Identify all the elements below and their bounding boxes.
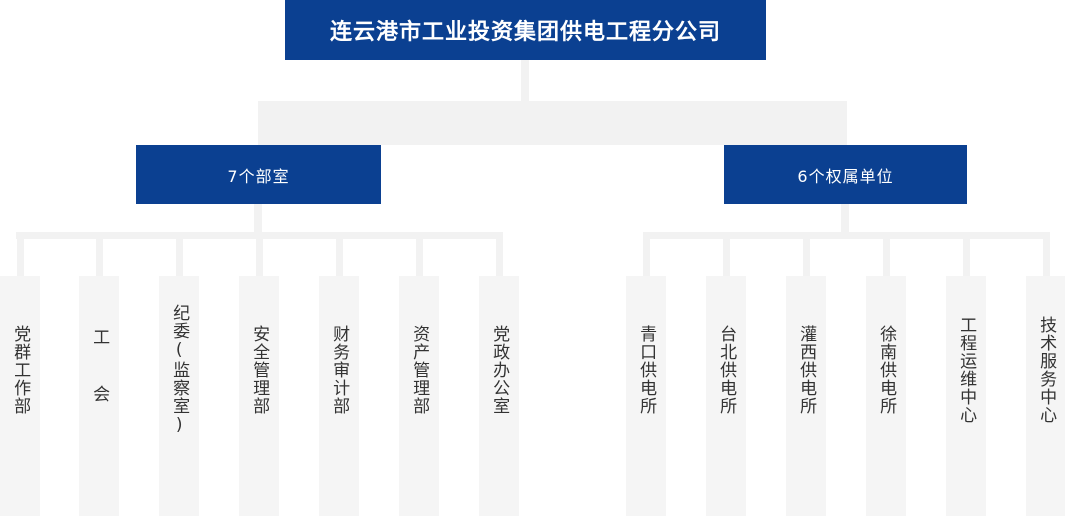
connector-departments-stem (254, 204, 262, 234)
leaf-node-departments-6[interactable]: 党政办公室 (479, 276, 519, 516)
connector-units-stem (841, 204, 849, 234)
connector-drop-units-4 (962, 232, 970, 278)
leaf-node-units-4[interactable]: 工程运维中心 (946, 276, 986, 516)
leaf-node-departments-4[interactable]: 财务审计部 (319, 276, 359, 516)
connector-drop-units-2 (802, 232, 810, 278)
leaf-node-units-2[interactable]: 灌西供电所 (786, 276, 826, 516)
leaf-node-departments-3[interactable]: 安全管理部 (239, 276, 279, 516)
connector-drop-departments-0 (16, 232, 24, 278)
connector-root-stem (521, 60, 529, 102)
leaf-node-label: 资产管理部 (409, 325, 430, 415)
leaf-node-label: 台北供电所 (716, 325, 737, 415)
connector-drop-departments-4 (335, 232, 343, 278)
leaf-node-label: 工 会 (89, 328, 110, 412)
leaf-node-label: 纪委(监察室) (169, 304, 190, 436)
branch-node-units[interactable]: 6个权属单位 (724, 145, 967, 204)
connector-drop-units-1 (722, 232, 730, 278)
leaf-node-label: 安全管理部 (249, 325, 270, 415)
connector-drop-departments-1 (95, 232, 103, 278)
root-node-company[interactable]: 连云港市工业投资集团供电工程分公司 (285, 0, 766, 60)
connector-drop-departments-5 (415, 232, 423, 278)
leaf-node-units-1[interactable]: 台北供电所 (706, 276, 746, 516)
leaf-node-departments-5[interactable]: 资产管理部 (399, 276, 439, 516)
leaf-node-departments-2[interactable]: 纪委(监察室) (159, 276, 199, 516)
connector-drop-departments-2 (175, 232, 183, 278)
leaf-node-label: 技术服务中心 (1036, 316, 1057, 424)
leaf-node-departments-0[interactable]: 党群工作部 (0, 276, 40, 516)
connector-drop-departments-6 (495, 232, 503, 278)
connector-drop-units-3 (882, 232, 890, 278)
leaf-node-label: 灌西供电所 (796, 325, 817, 415)
leaf-node-label: 财务审计部 (329, 325, 350, 415)
connector-branch-plate (258, 101, 847, 145)
connector-units-rail (643, 232, 1048, 239)
branch-node-departments[interactable]: 7个部室 (136, 145, 381, 204)
branch-node-departments-label: 7个部室 (227, 166, 290, 186)
leaf-node-label: 青口供电所 (636, 325, 657, 415)
connector-drop-units-0 (642, 232, 650, 278)
root-node-label: 连云港市工业投资集团供电工程分公司 (329, 20, 721, 45)
branch-node-units-label: 6个权属单位 (797, 166, 894, 186)
leaf-node-label: 徐南供电所 (876, 325, 897, 415)
leaf-node-label: 党政办公室 (489, 325, 510, 415)
leaf-node-units-5[interactable]: 技术服务中心 (1026, 276, 1065, 516)
leaf-node-units-3[interactable]: 徐南供电所 (866, 276, 906, 516)
leaf-node-units-0[interactable]: 青口供电所 (626, 276, 666, 516)
connector-drop-departments-3 (255, 232, 263, 278)
connector-drop-units-5 (1042, 232, 1050, 278)
leaf-node-departments-1[interactable]: 工 会 (79, 276, 119, 516)
leaf-node-label: 工程运维中心 (956, 316, 977, 424)
leaf-node-label: 党群工作部 (10, 325, 31, 415)
